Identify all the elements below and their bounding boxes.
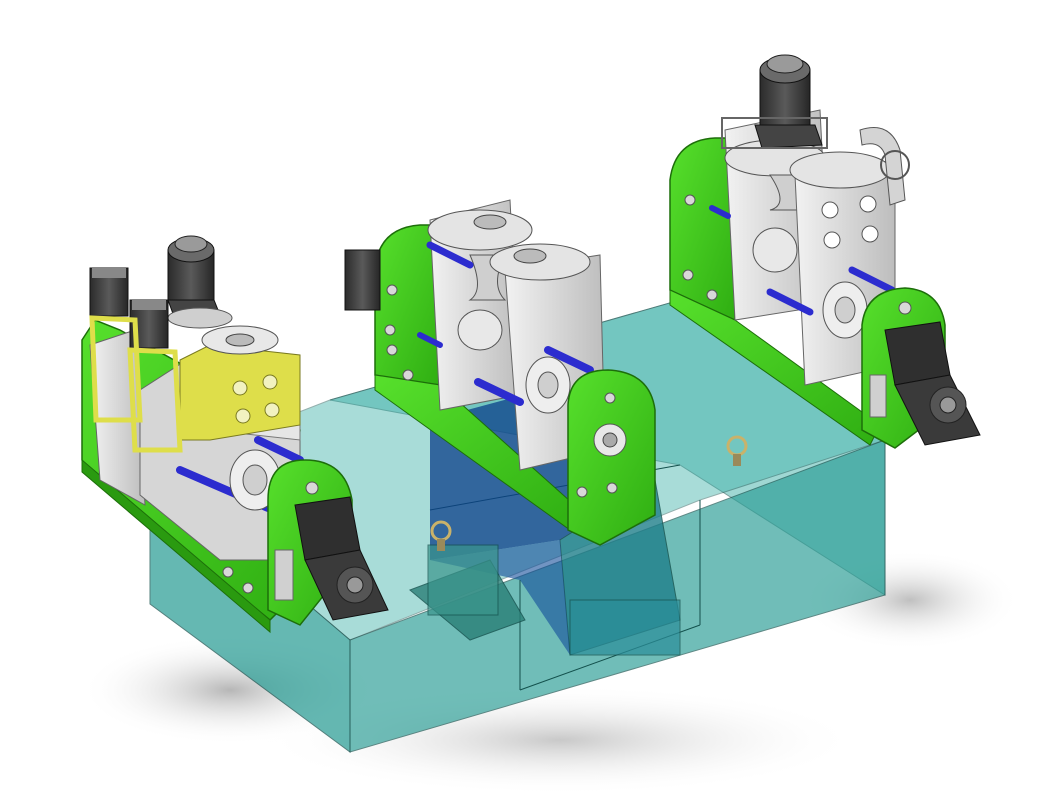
center-roller-station xyxy=(344,199,656,546)
right-roller-station xyxy=(669,54,981,449)
stepper-motor xyxy=(89,267,129,317)
lifting-eye-bolt xyxy=(430,520,452,551)
pump-housing-small xyxy=(409,544,526,641)
gear-motor xyxy=(721,54,828,149)
stepper-motor xyxy=(344,249,381,311)
lifting-eye-bolt xyxy=(726,435,748,466)
stepper-motor xyxy=(884,321,981,446)
gear-motor xyxy=(167,235,233,329)
stepper-motor xyxy=(294,496,389,621)
left-roller-station xyxy=(81,235,389,634)
